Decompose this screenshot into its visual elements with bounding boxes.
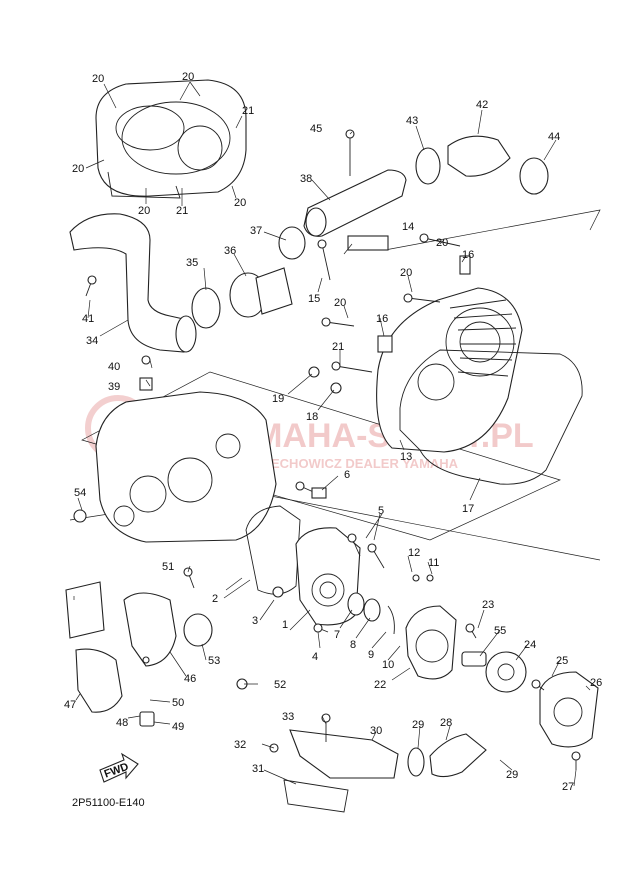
label-18: 18 bbox=[306, 411, 318, 423]
label-32: 32 bbox=[234, 739, 246, 751]
label-25: 25 bbox=[556, 655, 568, 667]
inner-cover bbox=[376, 287, 523, 453]
label-35: 35 bbox=[186, 257, 198, 269]
label-13: 13 bbox=[400, 451, 412, 463]
label-20-f: 20 bbox=[436, 237, 448, 249]
label-16b: 16 bbox=[376, 313, 388, 325]
label-38: 38 bbox=[300, 173, 312, 185]
label-7: 7 bbox=[334, 629, 340, 641]
crankcase-cover bbox=[245, 505, 361, 626]
label-50: 50 bbox=[172, 697, 184, 709]
intake-joint bbox=[191, 226, 306, 329]
label-46: 46 bbox=[184, 673, 196, 685]
diagram-code: 2P51100-E140 bbox=[72, 797, 145, 809]
label-5: 5 bbox=[378, 505, 384, 517]
label-15: 15 bbox=[308, 293, 320, 305]
label-20-b: 20 bbox=[182, 71, 194, 83]
lower-hoses bbox=[65, 581, 213, 727]
pump-housing bbox=[405, 605, 457, 680]
label-29-b: 29 bbox=[506, 769, 518, 781]
leader-lines bbox=[73, 81, 591, 787]
label-21-b: 21 bbox=[176, 205, 188, 217]
label-3: 3 bbox=[252, 615, 258, 627]
label-47: 47 bbox=[64, 699, 76, 711]
upper-duct bbox=[303, 169, 407, 237]
clutch-cover bbox=[95, 79, 247, 199]
label-20-a: 20 bbox=[92, 73, 104, 85]
label-16: 16 bbox=[462, 249, 474, 261]
label-48: 48 bbox=[116, 717, 128, 729]
label-40: 40 bbox=[108, 361, 120, 373]
label-30: 30 bbox=[370, 725, 382, 737]
label-51: 51 bbox=[162, 561, 174, 573]
pump-cover bbox=[539, 671, 599, 748]
label-29-a: 29 bbox=[412, 719, 424, 731]
label-37: 37 bbox=[250, 225, 262, 237]
label-55: 55 bbox=[494, 625, 506, 637]
label-20-h: 20 bbox=[334, 297, 346, 309]
seals bbox=[347, 592, 395, 635]
label-43: 43 bbox=[406, 115, 418, 127]
label-6: 6 bbox=[344, 469, 350, 481]
label-39: 39 bbox=[108, 381, 120, 393]
label-21-a: 21 bbox=[242, 105, 254, 117]
label-20-c: 20 bbox=[72, 163, 84, 175]
label-11: 11 bbox=[428, 557, 439, 569]
label-9: 9 bbox=[368, 649, 374, 661]
label-4: 4 bbox=[312, 651, 318, 663]
label-53: 53 bbox=[208, 655, 220, 667]
label-23: 23 bbox=[482, 599, 494, 611]
label-26: 26 bbox=[590, 677, 602, 689]
coolant-pipes bbox=[283, 729, 487, 813]
label-54: 54 bbox=[74, 487, 86, 499]
label-36: 36 bbox=[224, 245, 236, 257]
bolts bbox=[73, 129, 581, 770]
label-27: 27 bbox=[562, 781, 574, 793]
label-42: 42 bbox=[476, 99, 488, 111]
label-33: 33 bbox=[282, 711, 294, 723]
label-41: 41 bbox=[82, 313, 94, 325]
intake-duct bbox=[69, 213, 197, 353]
fwd-arrow: FWD bbox=[99, 752, 139, 783]
label-34: 34 bbox=[86, 335, 98, 347]
label-1: 1 bbox=[282, 619, 288, 631]
label-19: 19 bbox=[272, 393, 284, 405]
label-31: 31 bbox=[252, 763, 264, 775]
label-21-c: 21 bbox=[332, 341, 344, 353]
label-45: 45 bbox=[310, 123, 322, 135]
label-24: 24 bbox=[524, 639, 536, 651]
label-20-e: 20 bbox=[234, 197, 246, 209]
label-20-g: 20 bbox=[400, 267, 412, 279]
label-14: 14 bbox=[402, 221, 414, 233]
label-22: 22 bbox=[374, 679, 386, 691]
watermark-subtitle: CIECHOWICZ DEALER YAMAHA bbox=[258, 456, 459, 471]
impeller bbox=[461, 651, 527, 693]
label-17: 17 bbox=[462, 503, 474, 515]
label-2: 2 bbox=[212, 593, 218, 605]
label-12: 12 bbox=[408, 547, 420, 559]
part-labels: 1 2 3 4 5 6 7 8 9 10 11 12 13 14 15 16 1… bbox=[64, 71, 602, 793]
label-10: 10 bbox=[382, 659, 394, 671]
crankcase bbox=[95, 391, 277, 543]
upper-hoses bbox=[415, 135, 549, 195]
gasket bbox=[399, 349, 583, 485]
label-44: 44 bbox=[548, 131, 560, 143]
label-8: 8 bbox=[350, 639, 356, 651]
label-28: 28 bbox=[440, 717, 452, 729]
label-20-d: 20 bbox=[138, 205, 150, 217]
label-52: 52 bbox=[274, 679, 286, 691]
label-49: 49 bbox=[172, 721, 184, 733]
